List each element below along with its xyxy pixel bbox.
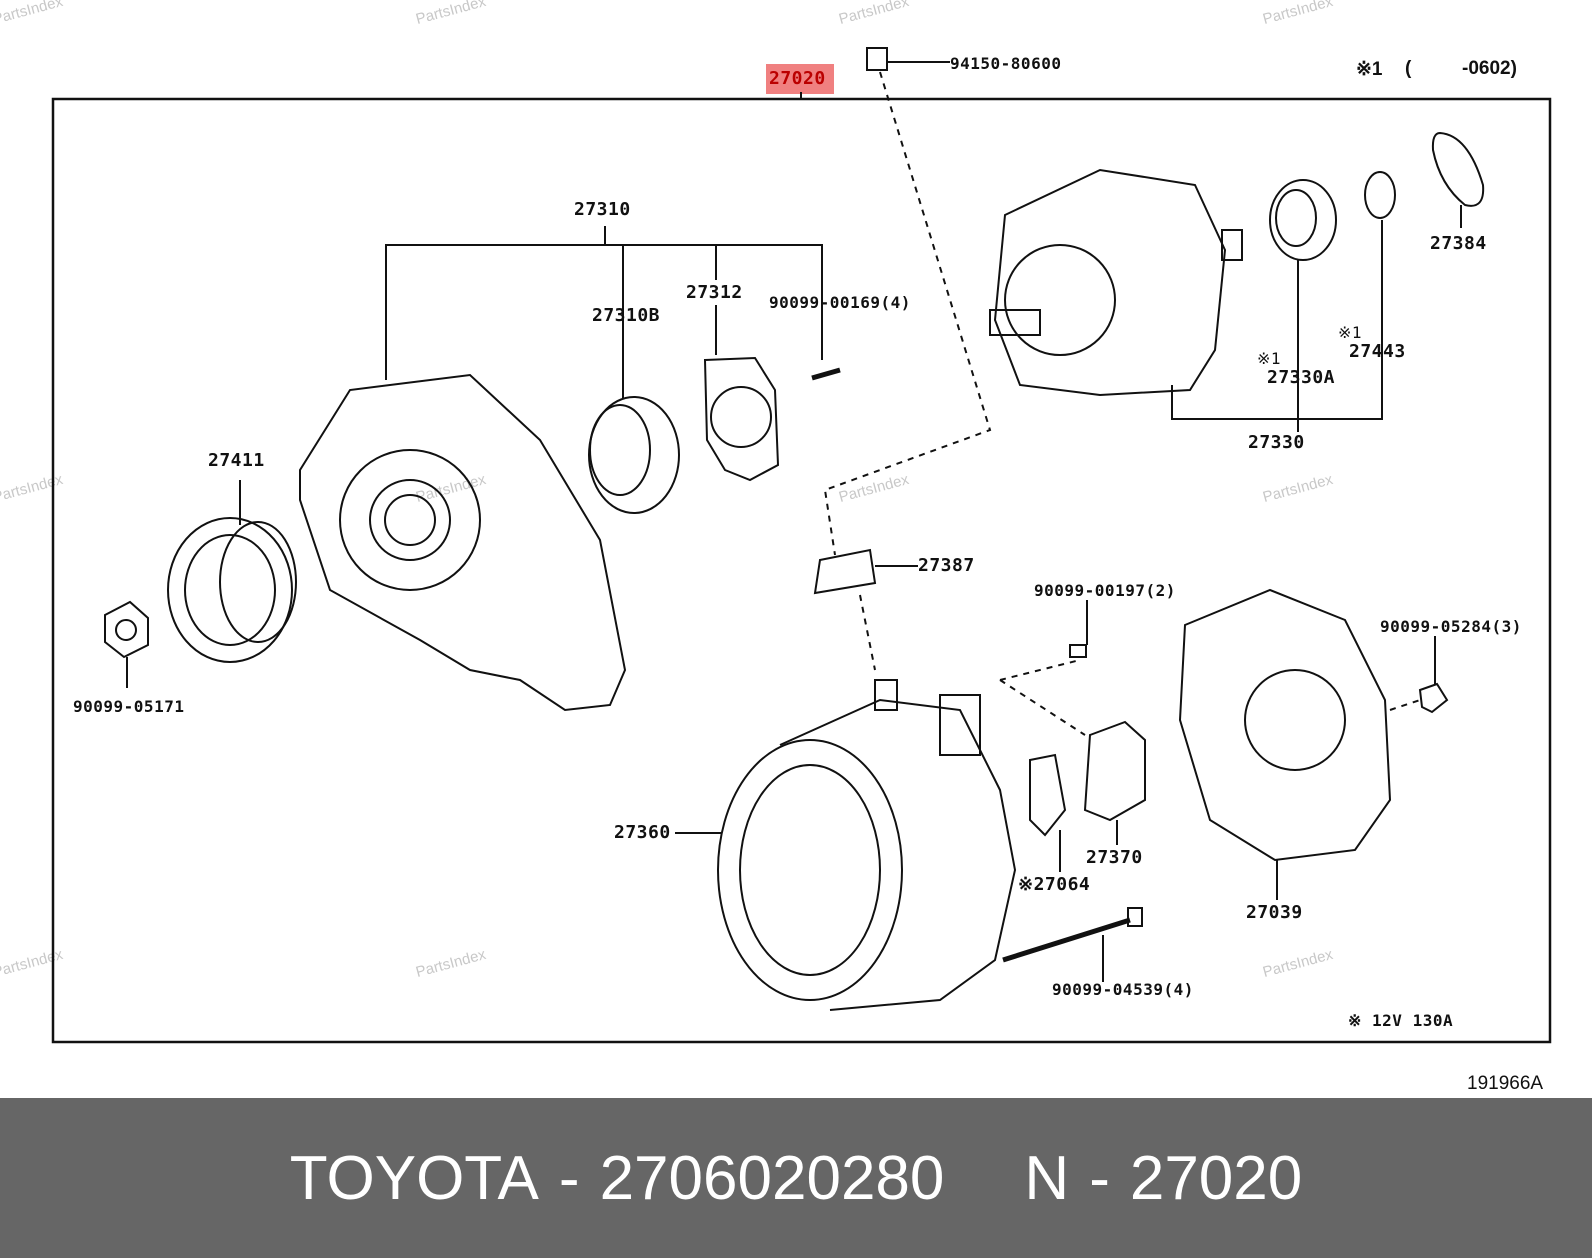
part-label[interactable]: 94150-80600	[950, 54, 1062, 73]
drive-end-housing-27360	[717, 679, 1017, 1011]
note-mark: ※1	[1257, 349, 1282, 368]
screw-90099-00169	[811, 367, 841, 381]
part-label[interactable]: 27330A	[1267, 367, 1336, 388]
part-label-27020[interactable]: 27020	[769, 68, 826, 89]
part-label[interactable]: 90099-05171	[73, 697, 185, 716]
nut-90099-05171	[104, 600, 149, 659]
part-label[interactable]: 27411	[208, 450, 265, 471]
note-mark: ※1	[1356, 59, 1383, 80]
ring-27443	[1364, 171, 1396, 219]
brand: TOYOTA	[289, 1143, 539, 1213]
exploded-parts-diagram	[51, 47, 1552, 1044]
spec-note: ※ 12V 130A	[1348, 1011, 1454, 1030]
diagram-id: 191966A	[1467, 1073, 1544, 1094]
part-label[interactable]: 27310	[574, 199, 631, 220]
brush-holder-27370	[1083, 720, 1146, 822]
insulator-27387	[813, 548, 877, 595]
note-paren: (	[1405, 58, 1412, 79]
n-prefix: N	[1024, 1143, 1070, 1213]
n-code: 27020	[1129, 1143, 1303, 1213]
pulley-27411	[167, 517, 293, 663]
part-label[interactable]: 90099-00197(2)	[1034, 581, 1176, 600]
nut-90099-05284	[1418, 682, 1449, 714]
part-label[interactable]: 27330	[1248, 432, 1305, 453]
bolt-90099-04539	[1002, 917, 1131, 963]
cover-27384	[1431, 131, 1485, 207]
part-label[interactable]: 90099-05284(3)	[1380, 617, 1522, 636]
part-label[interactable]: 27370	[1086, 847, 1143, 868]
rear-cover-27039	[1178, 588, 1392, 862]
part-number: 2706020280	[599, 1143, 945, 1213]
part-label[interactable]: ※27064	[1018, 874, 1091, 895]
retainer-plate-27312	[703, 356, 780, 482]
gasket-27064	[1029, 753, 1067, 837]
screw-90099-00197	[1069, 644, 1087, 658]
rotor-27330	[989, 168, 1243, 397]
part-label[interactable]: 27384	[1430, 233, 1487, 254]
part-label[interactable]: 90099-00169(4)	[769, 293, 911, 312]
separator: -	[1089, 1143, 1110, 1213]
note-mark: ※1	[1338, 323, 1363, 342]
front-housing-27310	[299, 373, 627, 712]
part-label[interactable]: 27387	[918, 555, 975, 576]
part-label[interactable]: 27312	[686, 282, 743, 303]
part-label[interactable]: 27039	[1246, 902, 1303, 923]
note-range: -0602)	[1462, 58, 1517, 79]
bearing-27310B	[588, 396, 680, 514]
part-label[interactable]: 90099-04539(4)	[1052, 980, 1194, 999]
part-label[interactable]: 27310B	[592, 305, 661, 326]
part-label[interactable]: 27360	[614, 822, 671, 843]
bolt-94150	[866, 47, 888, 71]
highlight-box	[766, 64, 834, 94]
bearing-27330A	[1269, 179, 1337, 261]
footer-bar: TOYOTA - 2706020280 N - 27020	[0, 1098, 1592, 1258]
part-label[interactable]: 27443	[1349, 341, 1406, 362]
separator: -	[558, 1143, 580, 1213]
